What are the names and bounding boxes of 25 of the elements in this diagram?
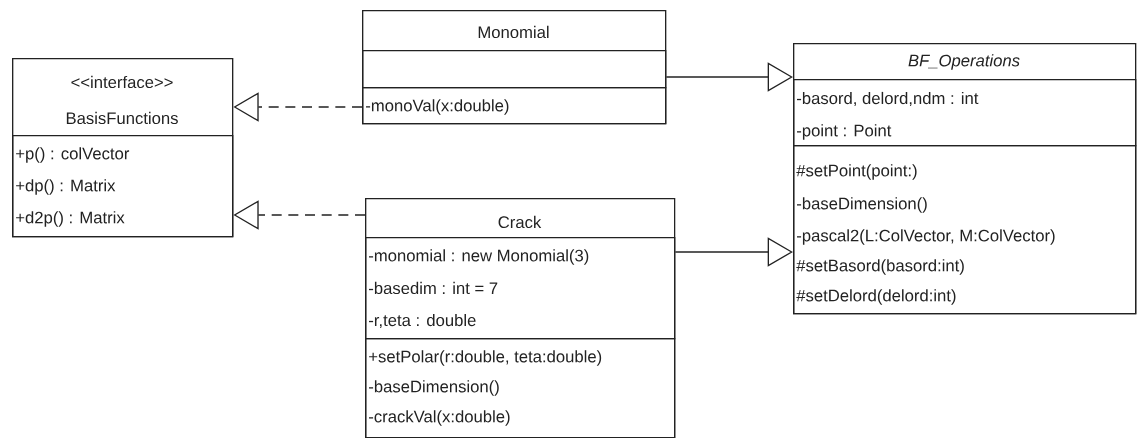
member-text: #setBasord(basord:int): [796, 259, 964, 275]
member-text: #setPoint(point:): [796, 164, 917, 180]
arrow: [674, 237, 793, 267]
member-text: +setPolar(r:double, teta:double): [369, 350, 602, 366]
member-text: -basedim : int = 7: [369, 281, 498, 295]
arrow: [665, 62, 793, 92]
member-text: #setDelord(delord:int): [796, 289, 956, 305]
class-name: Monomial: [478, 25, 549, 39]
stereotype-label: <<interface>>: [71, 75, 173, 89]
member-text: +d2p() : Matrix: [16, 211, 125, 227]
class-name: Crack: [498, 215, 542, 229]
member-text: -monoVal(x:double): [366, 99, 509, 115]
class-name: BasisFunctions: [66, 111, 178, 125]
member-text: -monomial : new Monomial(3): [369, 249, 589, 265]
member-text: +p() : colVector: [16, 147, 130, 163]
member-text: -pascal2(L:ColVector, M:ColVector): [797, 229, 1055, 245]
member-text: -r,teta : double: [369, 313, 476, 329]
member-text: +dp() : Matrix: [16, 179, 116, 195]
member-text: -baseDimension(): [369, 380, 499, 396]
empty-compartment: [362, 50, 667, 89]
member-text: -crackVal(x:double): [369, 410, 510, 426]
member-text: -basord, delord,ndm : int: [797, 91, 979, 107]
class-name: BF_Operations: [908, 54, 1020, 70]
member-text: -baseDimension(): [797, 197, 927, 213]
member-text: -point : Point: [797, 124, 892, 140]
